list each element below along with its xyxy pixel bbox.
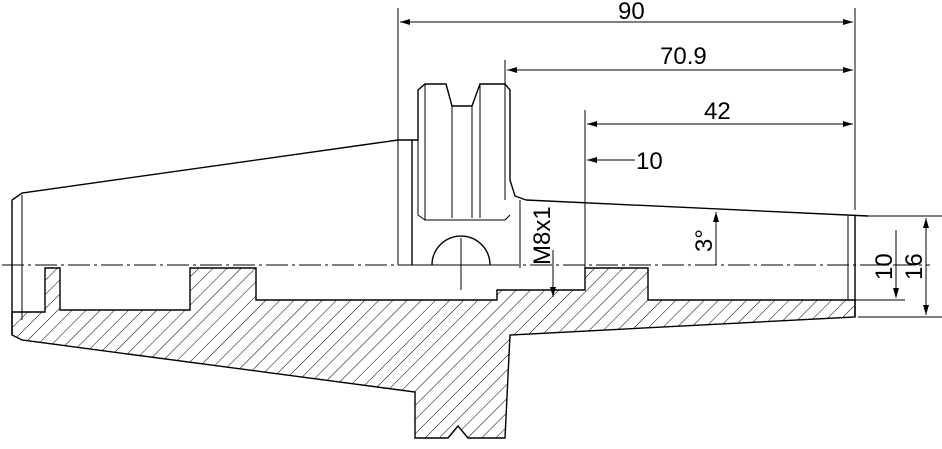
flange-bottom <box>417 140 511 221</box>
dim-text-dia-16: 16 <box>901 253 928 280</box>
flange-line-2 <box>445 83 453 107</box>
dim-text-dia-10: 10 <box>871 253 898 280</box>
collet-taper-line <box>525 199 869 217</box>
dim-text-thread: M8x1 <box>529 206 556 265</box>
dim-text-90: 90 <box>618 0 645 25</box>
shank-outline <box>11 139 413 265</box>
hatched-section <box>11 267 856 439</box>
flange-outline <box>412 83 527 201</box>
dim-text-angle: 3° <box>691 229 718 252</box>
dim-text-10: 10 <box>636 148 663 175</box>
dim-text-42: 42 <box>704 98 731 125</box>
drive-slot <box>431 235 491 266</box>
dim-text-70-9: 70.9 <box>660 43 707 70</box>
